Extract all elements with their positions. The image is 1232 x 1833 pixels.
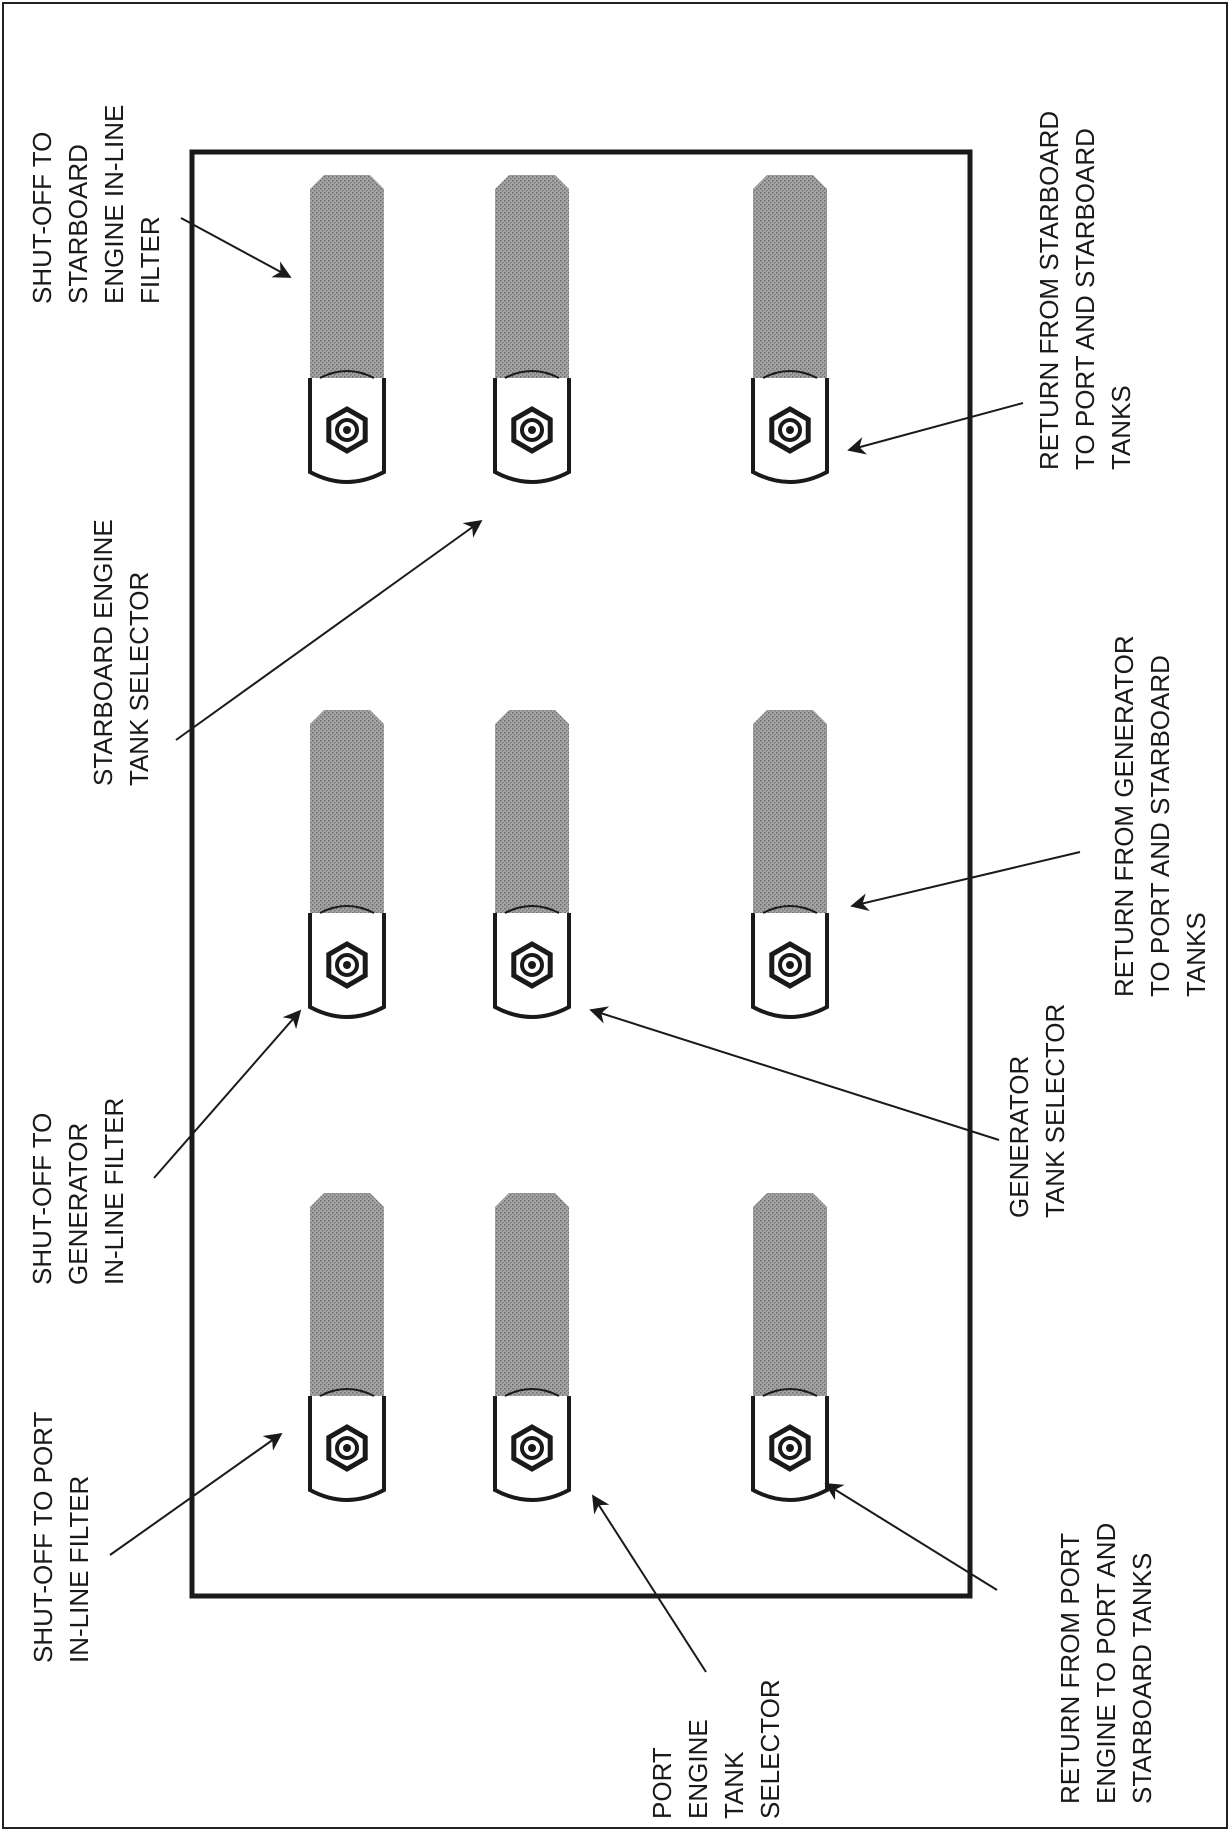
leader-shutoff-port — [109, 1432, 283, 1556]
label-line: IN-LINE FILTER — [99, 1098, 129, 1285]
label-line: IN-LINE FILTER — [64, 1476, 94, 1663]
valve-handle — [753, 1193, 827, 1396]
valve — [493, 710, 571, 1019]
valve-handle — [495, 710, 569, 913]
valve — [751, 1193, 829, 1502]
label-line: SHUT-OFF TO PORT — [28, 1412, 58, 1663]
valve-handle — [310, 710, 384, 913]
manifold-panel — [189, 149, 973, 1599]
label-line: STARBOARD ENGINE — [88, 519, 118, 786]
leader-return-starboard — [847, 402, 1024, 455]
leader-return-port — [824, 1483, 998, 1591]
nut-ring — [778, 1436, 802, 1460]
nut-center — [786, 1444, 794, 1452]
label-line: TANKS — [1106, 385, 1136, 470]
nut-ring — [520, 953, 544, 977]
valve-handle — [495, 175, 569, 378]
nut-ring — [335, 953, 359, 977]
label-line: ENGINE TO PORT AND — [1091, 1523, 1121, 1804]
nut-center — [528, 426, 536, 434]
label-line: RETURN FROM STARBOARD — [1034, 111, 1064, 470]
label-line: GENERATOR — [63, 1123, 93, 1285]
valve-cup-rim — [504, 370, 560, 379]
valve — [308, 710, 386, 1019]
nut-center — [528, 1444, 536, 1452]
valve-handle — [753, 175, 827, 378]
valve-handle — [310, 175, 384, 378]
label-line: SELECTOR — [755, 1679, 785, 1819]
valve-cup-rim — [319, 1388, 375, 1397]
nut-center — [343, 961, 351, 969]
label-line: TANK SELECTOR — [1040, 1004, 1070, 1218]
label-line: STARBOARD TANKS — [1127, 1553, 1157, 1804]
label-line: RETURN FROM GENERATOR — [1109, 635, 1139, 997]
valve — [751, 710, 829, 1019]
valve-cup-rim — [504, 1388, 560, 1397]
label-line: TANK — [719, 1751, 749, 1819]
label-line: TO PORT AND STARBOARD — [1070, 128, 1100, 470]
nut-ring — [778, 953, 802, 977]
valve-handle — [753, 710, 827, 913]
label-line: STARBOARD — [63, 144, 93, 304]
nut-ring — [335, 418, 359, 442]
valve-cup-rim — [504, 905, 560, 914]
label-line: SHUT-OFF TO — [27, 1113, 57, 1285]
label-line: TANK SELECTOR — [124, 572, 154, 786]
nut-ring — [335, 1436, 359, 1460]
valve-group — [308, 175, 829, 1502]
label-line: GENERATOR — [1004, 1056, 1034, 1218]
leader-lines — [109, 217, 1081, 1673]
valve-cup-rim — [319, 905, 375, 914]
leader-generator-selector — [589, 1006, 1000, 1141]
valve — [308, 175, 386, 484]
valve-handle — [310, 1193, 384, 1396]
valve — [493, 175, 571, 484]
label-line: ENGINE — [683, 1719, 713, 1819]
valve-cup-rim — [319, 370, 375, 379]
nut-center — [343, 426, 351, 434]
valve — [493, 1193, 571, 1502]
nut-ring — [520, 418, 544, 442]
nut-ring — [520, 1436, 544, 1460]
label-line: FILTER — [135, 216, 165, 304]
nut-ring — [778, 418, 802, 442]
label-line: SHUT-OFF TO — [27, 132, 57, 304]
valve-cup-rim — [762, 905, 818, 914]
label-line: PORT — [647, 1747, 677, 1819]
valve — [308, 1193, 386, 1502]
valve-cup-rim — [762, 370, 818, 379]
leader-shutoff-starboard — [180, 217, 292, 278]
nut-center — [528, 961, 536, 969]
nut-center — [786, 961, 794, 969]
label-line: ENGINE IN-LINE — [99, 105, 129, 304]
valve-cup-rim — [762, 1388, 818, 1397]
leader-starboard-selector — [175, 519, 483, 741]
leader-return-generator — [850, 851, 1081, 912]
valve-handle — [495, 1193, 569, 1396]
valve — [751, 175, 829, 484]
nut-center — [786, 426, 794, 434]
label-line: TANKS — [1181, 912, 1211, 997]
label-line: TO PORT AND STARBOARD — [1145, 655, 1175, 997]
nut-center — [343, 1444, 351, 1452]
leader-shutoff-generator — [153, 1009, 302, 1179]
leader-port-selector — [592, 1494, 707, 1673]
label-line: RETURN FROM PORT — [1055, 1533, 1085, 1804]
